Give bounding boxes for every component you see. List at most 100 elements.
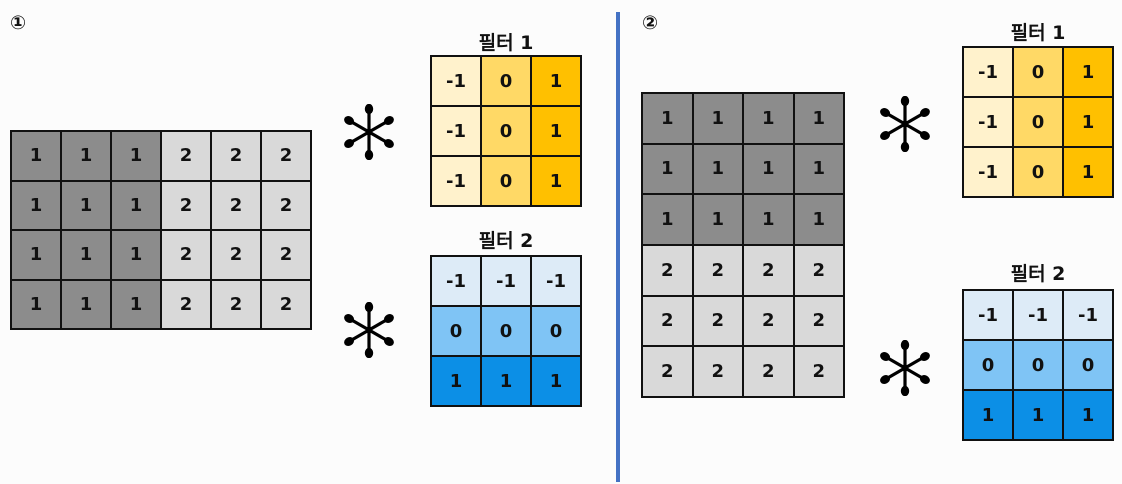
matrix-cell: -1 [530, 255, 582, 307]
matrix-cell: -1 [430, 55, 482, 107]
matrix-cell: -1 [430, 105, 482, 157]
matrix-cell: 2 [210, 278, 262, 330]
matrix-cell: -1 [480, 255, 532, 307]
matrix-cell: 2 [691, 243, 744, 297]
matrix-cell: 2 [210, 179, 262, 231]
asterisk-icon [880, 340, 930, 396]
matrix-cell: 0 [1012, 96, 1064, 148]
filter-1-title: 필터 1 [1010, 22, 1066, 44]
matrix-cell: 1 [60, 229, 112, 281]
matrix-cell: 2 [160, 229, 212, 281]
matrix-cell: 2 [160, 179, 212, 231]
filter-1-title: 필터 1 [478, 32, 534, 54]
matrix-cell: 2 [691, 294, 744, 348]
matrix-cell: 1 [641, 193, 694, 246]
matrix-cell: 2 [792, 294, 845, 348]
matrix-cell: 0 [1012, 46, 1064, 98]
filter-2-title: 필터 2 [1010, 263, 1066, 285]
matrix-cell: 1 [530, 355, 582, 407]
matrix-cell: 1 [10, 130, 62, 182]
matrix-cell: 2 [691, 345, 744, 398]
matrix-cell: 1 [1062, 46, 1114, 98]
matrix-cell: -1 [962, 146, 1014, 198]
matrix-cell: 2 [792, 243, 845, 297]
matrix-cell: 0 [480, 55, 532, 107]
panel-2-label: ② [642, 12, 659, 34]
matrix-cell: 1 [10, 278, 62, 330]
matrix-cell: 1 [792, 142, 845, 196]
matrix-cell: 1 [530, 55, 582, 107]
matrix-cell: 1 [1062, 96, 1114, 148]
matrix-cell: 2 [641, 345, 694, 398]
matrix-cell: 1 [110, 179, 162, 231]
matrix-cell: 2 [260, 278, 312, 330]
matrix-cell: 2 [260, 229, 312, 281]
matrix-cell: 2 [742, 345, 795, 398]
matrix-cell: 2 [641, 243, 694, 297]
matrix-cell: 1 [480, 355, 532, 407]
matrix-cell: 2 [742, 243, 795, 297]
matrix-cell: 2 [160, 278, 212, 330]
matrix-cell: 1 [691, 142, 744, 196]
matrix-cell: 2 [260, 179, 312, 231]
matrix-cell: -1 [962, 96, 1014, 148]
matrix-cell: 1 [60, 130, 112, 182]
panel-divider [616, 12, 620, 482]
matrix-cell: 1 [792, 193, 845, 246]
matrix-cell: 1 [641, 142, 694, 196]
matrix-cell: 1 [1062, 389, 1114, 441]
matrix-cell: 0 [430, 305, 482, 357]
matrix-cell: 1 [10, 179, 62, 231]
asterisk-icon [344, 302, 394, 358]
matrix-cell: 0 [1012, 339, 1064, 391]
matrix-cell: 1 [691, 193, 744, 246]
matrix-cell: 1 [962, 389, 1014, 441]
matrix-cell: 1 [110, 130, 162, 182]
matrix-cell: 0 [962, 339, 1014, 391]
matrix-cell: 1 [742, 92, 795, 145]
matrix-cell: 0 [1062, 339, 1114, 391]
matrix-cell: 2 [210, 229, 262, 281]
matrix-cell: -1 [1012, 289, 1064, 341]
matrix-cell: 1 [530, 105, 582, 157]
matrix-cell: -1 [430, 155, 482, 207]
filter-2-title: 필터 2 [478, 230, 534, 252]
matrix-cell: 1 [60, 278, 112, 330]
matrix-cell: 2 [641, 294, 694, 348]
matrix-cell: 0 [480, 305, 532, 357]
matrix-cell: -1 [430, 255, 482, 307]
matrix-cell: 2 [210, 130, 262, 182]
matrix-cell: 1 [60, 179, 112, 231]
matrix-cell: 1 [110, 278, 162, 330]
matrix-cell: -1 [1062, 289, 1114, 341]
matrix-cell: 0 [480, 155, 532, 207]
matrix-cell: 1 [742, 193, 795, 246]
asterisk-icon [880, 96, 930, 152]
matrix-cell: 1 [641, 92, 694, 145]
matrix-cell: 0 [480, 105, 532, 157]
matrix-cell: 2 [792, 345, 845, 398]
matrix-cell: 0 [530, 305, 582, 357]
matrix-cell: 2 [742, 294, 795, 348]
matrix-cell: 2 [260, 130, 312, 182]
matrix-cell: 1 [1062, 146, 1114, 198]
matrix-cell: 1 [530, 155, 582, 207]
matrix-cell: 1 [742, 142, 795, 196]
asterisk-icon [344, 104, 394, 160]
matrix-cell: 1 [1012, 389, 1064, 441]
matrix-cell: 1 [430, 355, 482, 407]
matrix-cell: -1 [962, 289, 1014, 341]
matrix-cell: 1 [10, 229, 62, 281]
matrix-cell: 1 [691, 92, 744, 145]
matrix-cell: 1 [792, 92, 845, 145]
matrix-cell: 0 [1012, 146, 1064, 198]
panel-1-label: ① [10, 12, 27, 34]
matrix-cell: 1 [110, 229, 162, 281]
matrix-cell: -1 [962, 46, 1014, 98]
